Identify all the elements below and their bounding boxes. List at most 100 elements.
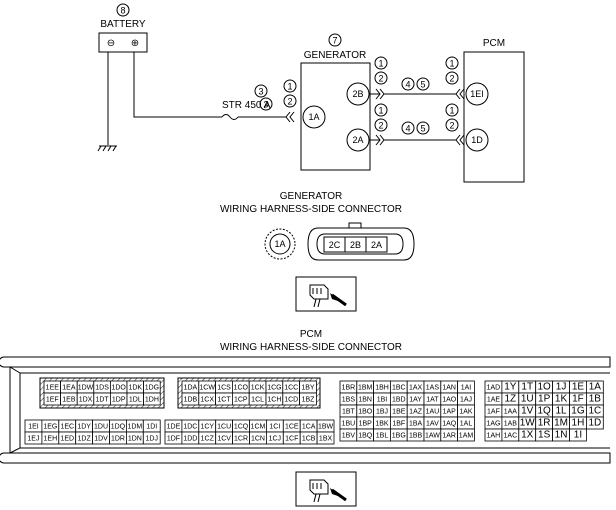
pcm-pin-label: 1CJ bbox=[269, 436, 281, 443]
pcm-pin-label: 1CA bbox=[302, 424, 316, 431]
battery: 8 BATTERY ⊖ ⊕ bbox=[98, 3, 148, 53]
pcm-pin-label: 1CN bbox=[251, 436, 265, 443]
pcm-pin-label: 1DV bbox=[94, 436, 108, 443]
pcm-pin-label: 1CF bbox=[285, 436, 298, 443]
pcm-pin-label: 1O bbox=[537, 382, 551, 393]
callout-2-wire-c-pcm: 2 bbox=[449, 121, 454, 131]
pcm-pin-label: 1DN bbox=[128, 436, 142, 443]
callout-2-wire-b-gen: 2 bbox=[378, 74, 383, 84]
fuse-label: STR 450 A bbox=[222, 100, 271, 111]
fuse-label-callout: 3 bbox=[263, 100, 268, 110]
pcm-pin-label: 1Y bbox=[504, 382, 517, 393]
pcm-pin-label: 1DP bbox=[112, 397, 126, 404]
pcm-pin-label: 1AY bbox=[409, 397, 422, 404]
pcm-pin-label: 1G bbox=[571, 406, 585, 417]
pcm-pin-label: 1CM bbox=[251, 424, 266, 431]
pcm-pin-label: 1CB bbox=[302, 436, 316, 443]
pcm-pin-label: 1BO bbox=[358, 409, 373, 416]
pcm-pin-label: 1AS bbox=[426, 385, 440, 392]
gen-connector-subtitle: WIRING HARNESS-SIDE CONNECTOR bbox=[220, 204, 402, 215]
battery-negative-icon: ⊖ bbox=[107, 38, 115, 49]
pcm-pin-1d: 1D bbox=[471, 135, 483, 145]
pcm-pin-label: 1EG bbox=[43, 424, 57, 431]
pcm-connector-housing bbox=[0, 356, 611, 464]
gen-connector-title: GENERATOR bbox=[280, 191, 342, 202]
pcm-pin-label: 1BK bbox=[375, 421, 389, 428]
pcm-pin-label: 1CC bbox=[284, 385, 298, 392]
fuse-icon bbox=[221, 114, 239, 120]
pcm-pin-label: 1BW bbox=[318, 424, 334, 431]
pcm-pin-label: 1BU bbox=[342, 421, 356, 428]
pcm-pin-label: 1AZ bbox=[409, 409, 423, 416]
pcm-pin-label: 1AA bbox=[504, 409, 518, 416]
pcm-pin-label: 1AO bbox=[442, 397, 457, 404]
pcm-pin-label: 1X bbox=[521, 430, 534, 441]
pcm-pin-label: 1CD bbox=[284, 397, 298, 404]
pcm-pin-label: 1M bbox=[554, 418, 568, 429]
pcm-pin-label: 1BN bbox=[358, 397, 372, 404]
pcm-pin-label: 1EJ bbox=[27, 436, 39, 443]
battery-callout: 8 bbox=[120, 6, 125, 16]
pcm-pin-label: 1R bbox=[538, 418, 551, 429]
pcm-pin-label: 1K bbox=[555, 394, 568, 405]
pcm-pin-label: 1BM bbox=[358, 385, 373, 392]
pcm-pin-cell bbox=[457, 428, 475, 442]
pcm-pin-label: 1CO bbox=[234, 385, 249, 392]
battery-body bbox=[98, 32, 148, 53]
pcm-pin-label: 1DS bbox=[95, 385, 109, 392]
pcm-pin-label: 1ED bbox=[60, 436, 74, 443]
pcm-pin-label: 1U bbox=[521, 394, 534, 405]
pcm-pin-label: 1BP bbox=[359, 421, 373, 428]
connector-view-icon bbox=[295, 276, 357, 312]
pcm-pin-label: 1AP bbox=[443, 409, 457, 416]
pcm-pin-label: 1N bbox=[555, 430, 568, 441]
pcm-pin-label: 1DQ bbox=[111, 424, 126, 431]
pcm-pin-label: 1AD bbox=[487, 385, 501, 392]
pcm-pin-label: 1BZ bbox=[302, 397, 316, 404]
pcm-pin-label: 1AI bbox=[461, 385, 472, 392]
pcm-pin-label: 1Z bbox=[505, 394, 517, 405]
callout-4-wire-b: 4 bbox=[405, 80, 410, 90]
pcm-pin-label: 1DA bbox=[184, 385, 198, 392]
pcm-pin-label: 1BX bbox=[319, 436, 333, 443]
pcm-pin-label: 1CW bbox=[199, 385, 215, 392]
pcm-pin-cell bbox=[586, 416, 604, 430]
pcm-pin-label: 1CE bbox=[285, 424, 299, 431]
pcm-pin-label: 1AF bbox=[487, 409, 500, 416]
pcm-pin-label: 1AK bbox=[459, 409, 473, 416]
pcm-pin-label: 1CU bbox=[217, 424, 231, 431]
pcm-pin-label: 1AE bbox=[487, 397, 501, 404]
pcm-pin-label: 1BA bbox=[409, 421, 423, 428]
pcm-pin-label: 1D bbox=[588, 418, 601, 429]
pcm-pin-label: 1CV bbox=[217, 436, 231, 443]
pcm-pin-label: 1CL bbox=[251, 397, 264, 404]
pcm-pin-label: 1EH bbox=[44, 436, 58, 443]
pcm-pin-label: 1DW bbox=[78, 385, 94, 392]
pcm-body bbox=[463, 51, 525, 183]
pcm-pin-cell bbox=[316, 431, 335, 445]
pcm-pin-label: 1CY bbox=[200, 424, 214, 431]
gen-connector-3pin: 2C 2B 2A bbox=[307, 222, 415, 261]
pcm-pin-label: 1DL bbox=[129, 397, 142, 404]
pcm-pin-label: 1BD bbox=[392, 397, 406, 404]
pcm-pin-label: 1CH bbox=[267, 397, 281, 404]
pcm-pin-label: 1EI bbox=[28, 424, 39, 431]
pcm-pin-label: 1AC bbox=[504, 433, 518, 440]
pcm-connector-subtitle: WIRING HARNESS-SIDE CONNECTOR bbox=[220, 342, 402, 353]
callout-1-wire-a: 1 bbox=[287, 82, 292, 92]
pcm-pin-label: 1AL bbox=[460, 421, 473, 428]
pcm-pin-label: 1CI bbox=[269, 424, 280, 431]
pcm-pin-label: 1DO bbox=[111, 385, 126, 392]
battery-positive-icon: ⊕ bbox=[131, 38, 139, 49]
pcm-pin-label: 1I bbox=[574, 430, 582, 441]
pcm-pin-label: 1CZ bbox=[201, 436, 215, 443]
pcm-pin-label: 1F bbox=[572, 394, 584, 405]
pcm-pin-label: 1DM bbox=[127, 424, 142, 431]
pcm-pin-label: 1CS bbox=[217, 385, 231, 392]
pcm-pin-label: 1BS bbox=[342, 397, 356, 404]
pcm-pin-label: 1AV bbox=[426, 421, 439, 428]
gen-connector-pin-2b: 2B bbox=[350, 240, 361, 250]
pcm-pin-label: 1BF bbox=[392, 421, 405, 428]
